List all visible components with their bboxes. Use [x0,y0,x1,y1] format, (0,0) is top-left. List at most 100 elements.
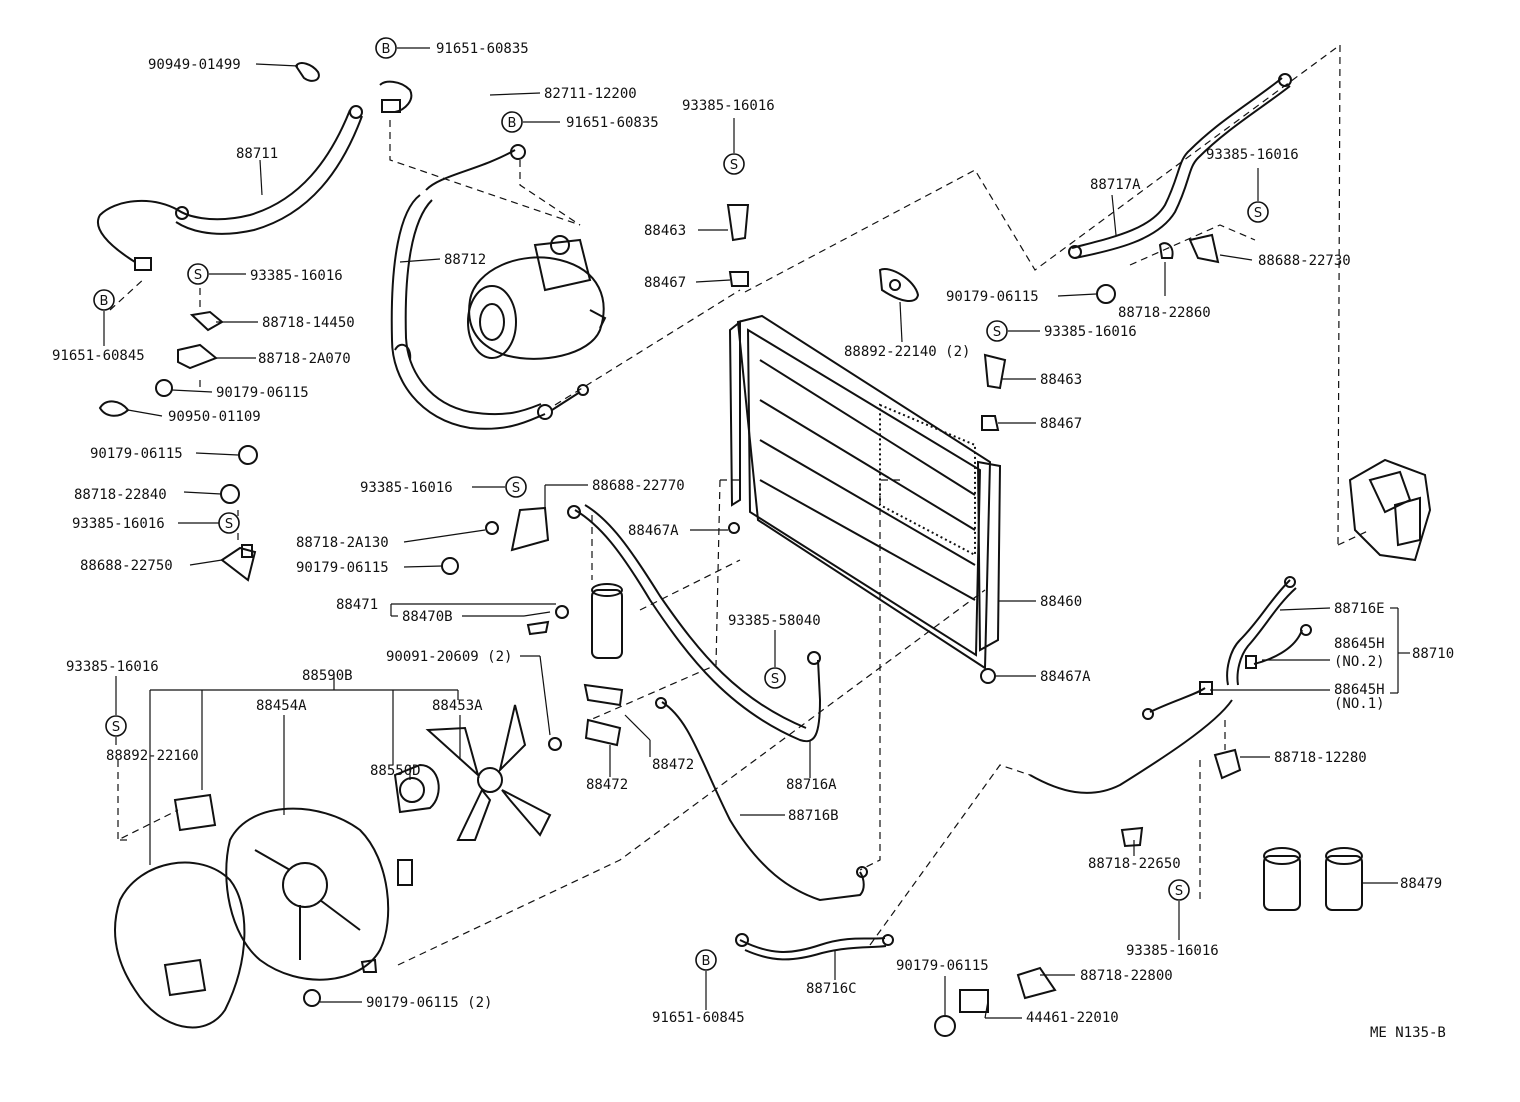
svg-text:B: B [702,954,711,969]
part-label: 88467 [1040,416,1082,432]
part-label: 88892-22140 (2) [844,344,970,360]
part-label: 88718-14450 [262,315,355,331]
part-label: 90949-01499 [148,57,241,73]
part-label: 88463 [644,223,686,239]
screw-marker: S [986,320,1008,342]
leader-lines [103,47,1410,1019]
svg-text:B: B [382,42,391,57]
svg-text:S: S [771,672,779,687]
part-label: 88550D [370,763,421,779]
part-label: 93385-16016 [1044,324,1137,340]
bolt-marker: B [695,949,717,971]
part-label: 88467A [1040,669,1091,685]
part-label: 88460 [1040,594,1082,610]
small-parts-right [726,204,1220,431]
screw-marker: S [1168,879,1190,901]
screw-marker: S [218,512,240,534]
part-label: 88710 [1412,646,1454,662]
part-label: 93385-16016 [682,98,775,114]
pipes-88716 [567,504,894,961]
part-label: 93385-16016 [66,659,159,675]
hose-88711 [97,62,413,271]
svg-text:S: S [1254,206,1262,221]
part-label: 90179-06115 [216,385,309,401]
part-label: 90179-06115 [296,560,389,576]
part-label: 88467 [644,275,686,291]
pipe-88717A [1068,73,1292,259]
part-label: 91651-60835 [436,41,529,57]
part-label: 88590B [302,668,353,684]
part-label: 88479 [1400,876,1442,892]
part-label: 88716E [1334,601,1385,617]
part-label: 90091-20609 (2) [386,649,512,665]
svg-text:S: S [512,481,520,496]
fan-assembly [114,704,562,1029]
part-label: (NO.2) [1334,654,1385,670]
part-label: 88718-22840 [74,487,167,503]
part-label: 88718-12280 [1274,750,1367,766]
svg-text:S: S [194,268,202,283]
part-label: 88645H [1334,682,1385,698]
bolt-marker: B [375,37,397,59]
part-label: 82711-12200 [544,86,637,102]
svg-text:B: B [100,294,109,309]
part-label: 88463 [1040,372,1082,388]
part-label: 88472 [652,757,694,773]
part-label: 90950-01109 [168,409,261,425]
part-label: 90179-06115 (2) [366,995,492,1011]
screw-marker: S [764,667,786,689]
hose-88712 [390,144,589,430]
part-labels: 90949-01499 91651-60835 82711-12200 9165… [52,41,1454,1041]
bracket-parts-left [98,310,550,582]
part-label: 88467A [628,523,679,539]
bolt-marker: B [501,111,523,133]
screw-marker: S [105,715,127,737]
evaporator-unit [1348,458,1432,562]
part-label: 88712 [444,252,486,268]
part-label: 88688-22730 [1258,253,1351,269]
receiver-drier [526,583,624,747]
part-label: 88718-2A070 [258,351,351,367]
part-label: 88718-2A130 [296,535,389,551]
part-label: 91651-60845 [652,1010,745,1026]
svg-text:S: S [993,325,1001,340]
pipe-88710-assembly [1029,576,1312,848]
part-label: 88472 [586,777,628,793]
bolt-marker: B [93,289,115,311]
screw-marker: S [723,153,745,175]
part-label: 88688-22770 [592,478,685,494]
filters-88479 [1263,847,1363,911]
part-label: 93385-16016 [1206,147,1299,163]
part-label: 88716C [806,981,857,997]
part-label: 93385-16016 [1126,943,1219,959]
part-label: 88717A [1090,177,1141,193]
part-label: 88471 [336,597,378,613]
guide-lines [109,43,1371,966]
part-label: 88688-22750 [80,558,173,574]
svg-text:S: S [225,517,233,532]
svg-text:B: B [508,116,517,131]
svg-text:S: S [730,158,738,173]
part-label: 90179-06115 [896,958,989,974]
screw-marker: S [1247,201,1269,223]
part-label: 88716B [788,808,839,824]
figure-code: ME N135-B [1370,1025,1446,1041]
part-label: 90179-06115 [90,446,183,462]
condenser [728,314,1002,684]
part-label: 88892-22160 [106,748,199,764]
part-label: 93385-16016 [360,480,453,496]
part-label: 88645H [1334,636,1385,652]
part-label: 88718-22800 [1080,968,1173,984]
part-label: 93385-58040 [728,613,821,629]
markers: B B B B S S S S S S S S S [93,37,1269,971]
svg-text:S: S [112,720,120,735]
part-label: 91651-60845 [52,348,145,364]
part-label: 88718-22650 [1088,856,1181,872]
svg-text:S: S [1175,884,1183,899]
part-label: 88718-22860 [1118,305,1211,321]
part-label: 91651-60835 [566,115,659,131]
part-label: 88716A [786,777,837,793]
compressor [467,235,607,360]
part-label: 88454A [256,698,307,714]
